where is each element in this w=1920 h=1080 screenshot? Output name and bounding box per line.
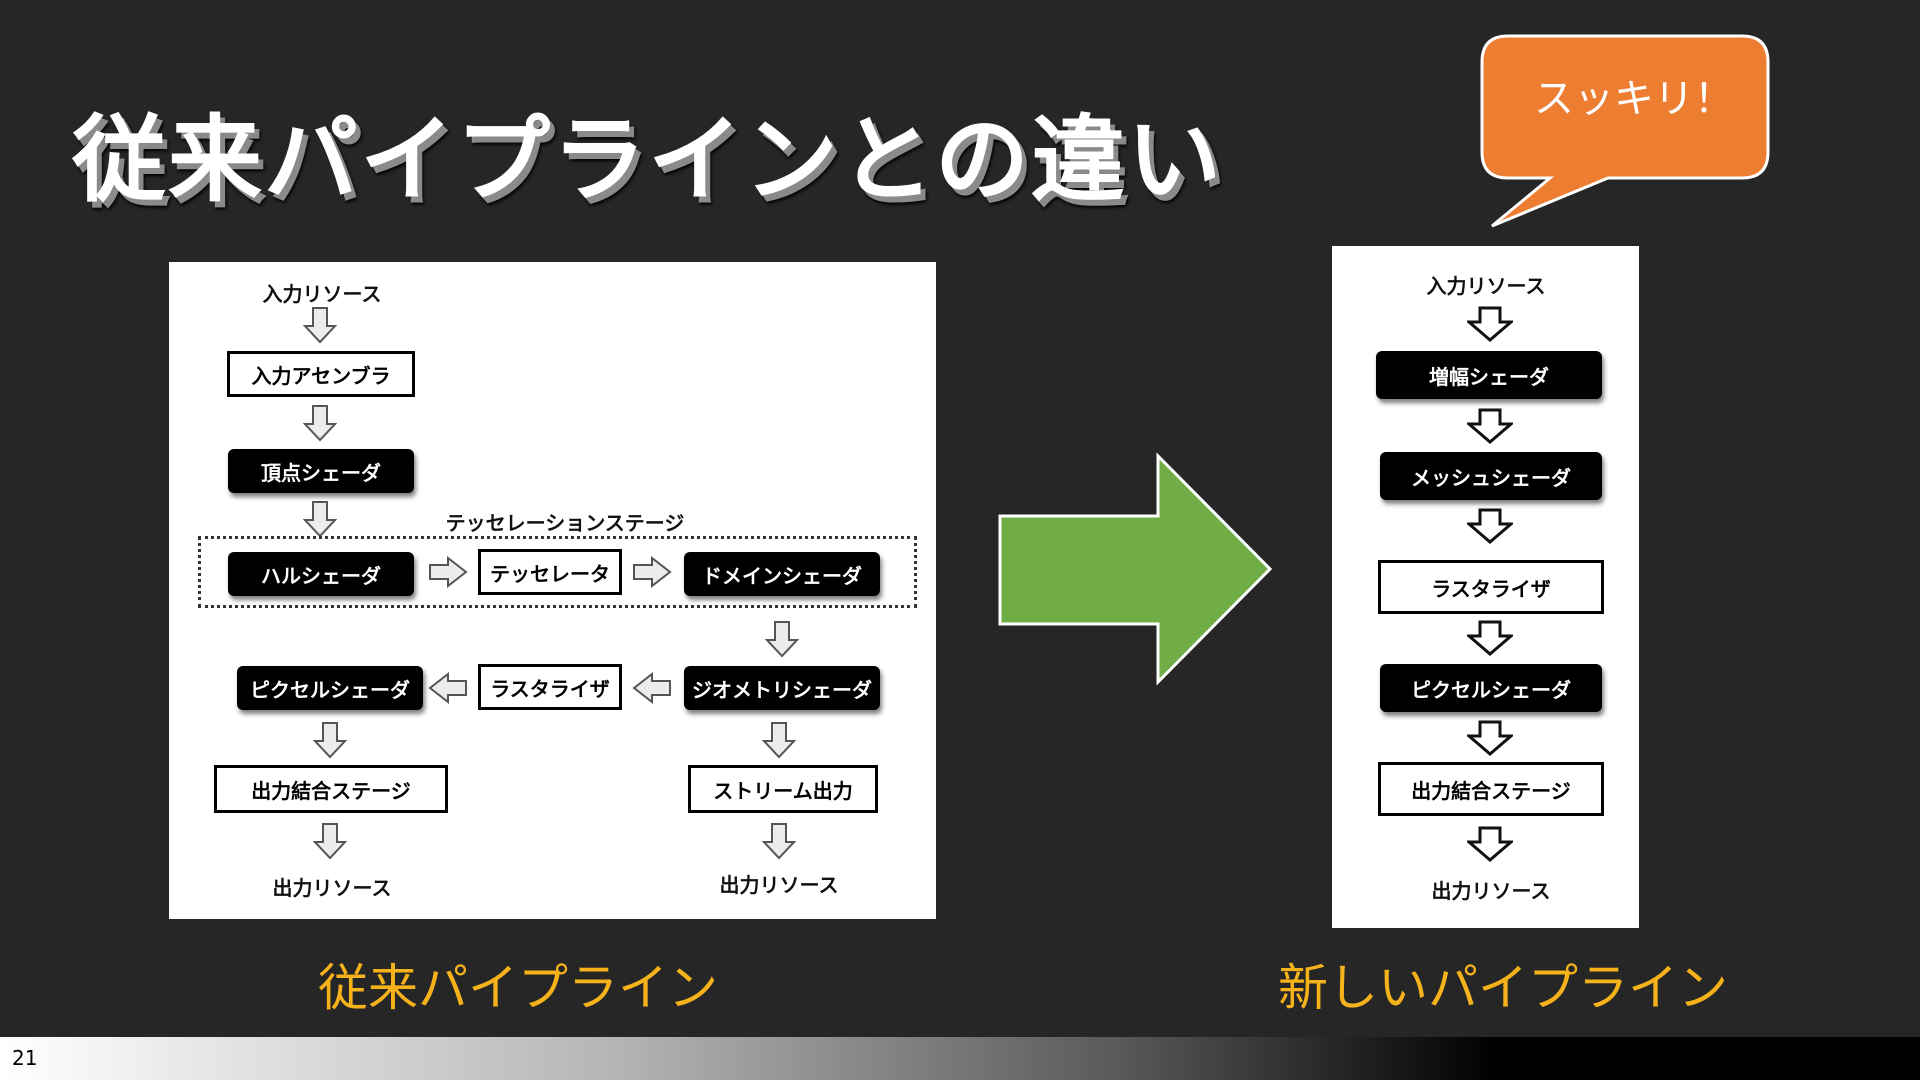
legacy-output-left-label: 出力リソース [272, 876, 392, 900]
modern-caption: 新しいパイプライン [1278, 959, 1728, 1017]
legacy-input-label: 入力リソース [262, 282, 382, 306]
domain-shader-box: ドメインシェーダ [684, 552, 880, 596]
hollow-block-arrow-icon [429, 556, 468, 588]
hollow-block-arrow-icon [303, 307, 337, 344]
legacy-output-right-label: 出力リソース [719, 873, 839, 897]
tessellator-box: テッセレータ [478, 549, 622, 595]
hollow-block-arrow-icon [1467, 720, 1513, 756]
hollow-block-arrow-icon [303, 501, 337, 538]
mesh-shader-box: メッシュシェーダ [1380, 452, 1602, 500]
hollow-block-arrow-icon [632, 672, 671, 704]
stream-output-box: ストリーム出力 [688, 765, 878, 813]
input-assembler-box: 入力アセンブラ [227, 351, 415, 397]
rasterizer-box-modern: ラスタライザ [1378, 560, 1604, 614]
hollow-block-arrow-icon [765, 621, 799, 658]
tessellation-stage-label: テッセレーションステージ [445, 511, 685, 535]
tessellation-stage-group [198, 536, 917, 608]
big-right-arrow-icon [998, 452, 1273, 686]
hollow-block-arrow-icon [1467, 620, 1513, 656]
hollow-block-arrow-icon [1467, 826, 1513, 862]
page-number: 21 [12, 1046, 38, 1070]
bubble-text: スッキリ！ [1534, 76, 1734, 122]
modern-output-label: 出力リソース [1431, 879, 1551, 903]
hollow-block-arrow-icon [428, 672, 467, 704]
geometry-shader-box: ジオメトリシェーダ [684, 666, 880, 710]
slide-title: 従来パイプラインとの違い [72, 106, 1224, 215]
hollow-block-arrow-icon [313, 823, 347, 860]
legacy-caption: 従来パイプライン [318, 959, 718, 1017]
speech-bubble-icon [1480, 34, 1770, 228]
hollow-block-arrow-icon [762, 722, 796, 759]
output-merger-box-modern: 出力結合ステージ [1378, 762, 1604, 816]
hollow-block-arrow-icon [303, 405, 337, 442]
hollow-block-arrow-icon [762, 823, 796, 860]
amplification-shader-box: 増幅シェーダ [1376, 351, 1602, 399]
pixel-shader-box-legacy: ピクセルシェーダ [237, 666, 423, 710]
hull-shader-box: ハルシェーダ [228, 552, 414, 596]
footer-bar [0, 1037, 1920, 1080]
vertex-shader-box: 頂点シェーダ [228, 449, 414, 493]
hollow-block-arrow-icon [1467, 408, 1513, 444]
hollow-block-arrow-icon [1467, 306, 1513, 342]
hollow-block-arrow-icon [633, 556, 672, 588]
modern-input-label: 入力リソース [1426, 274, 1546, 298]
hollow-block-arrow-icon [313, 722, 347, 759]
rasterizer-box-legacy: ラスタライザ [478, 664, 622, 710]
pixel-shader-box-modern: ピクセルシェーダ [1380, 664, 1602, 712]
hollow-block-arrow-icon [1467, 508, 1513, 544]
output-merger-box-legacy: 出力結合ステージ [214, 765, 448, 813]
